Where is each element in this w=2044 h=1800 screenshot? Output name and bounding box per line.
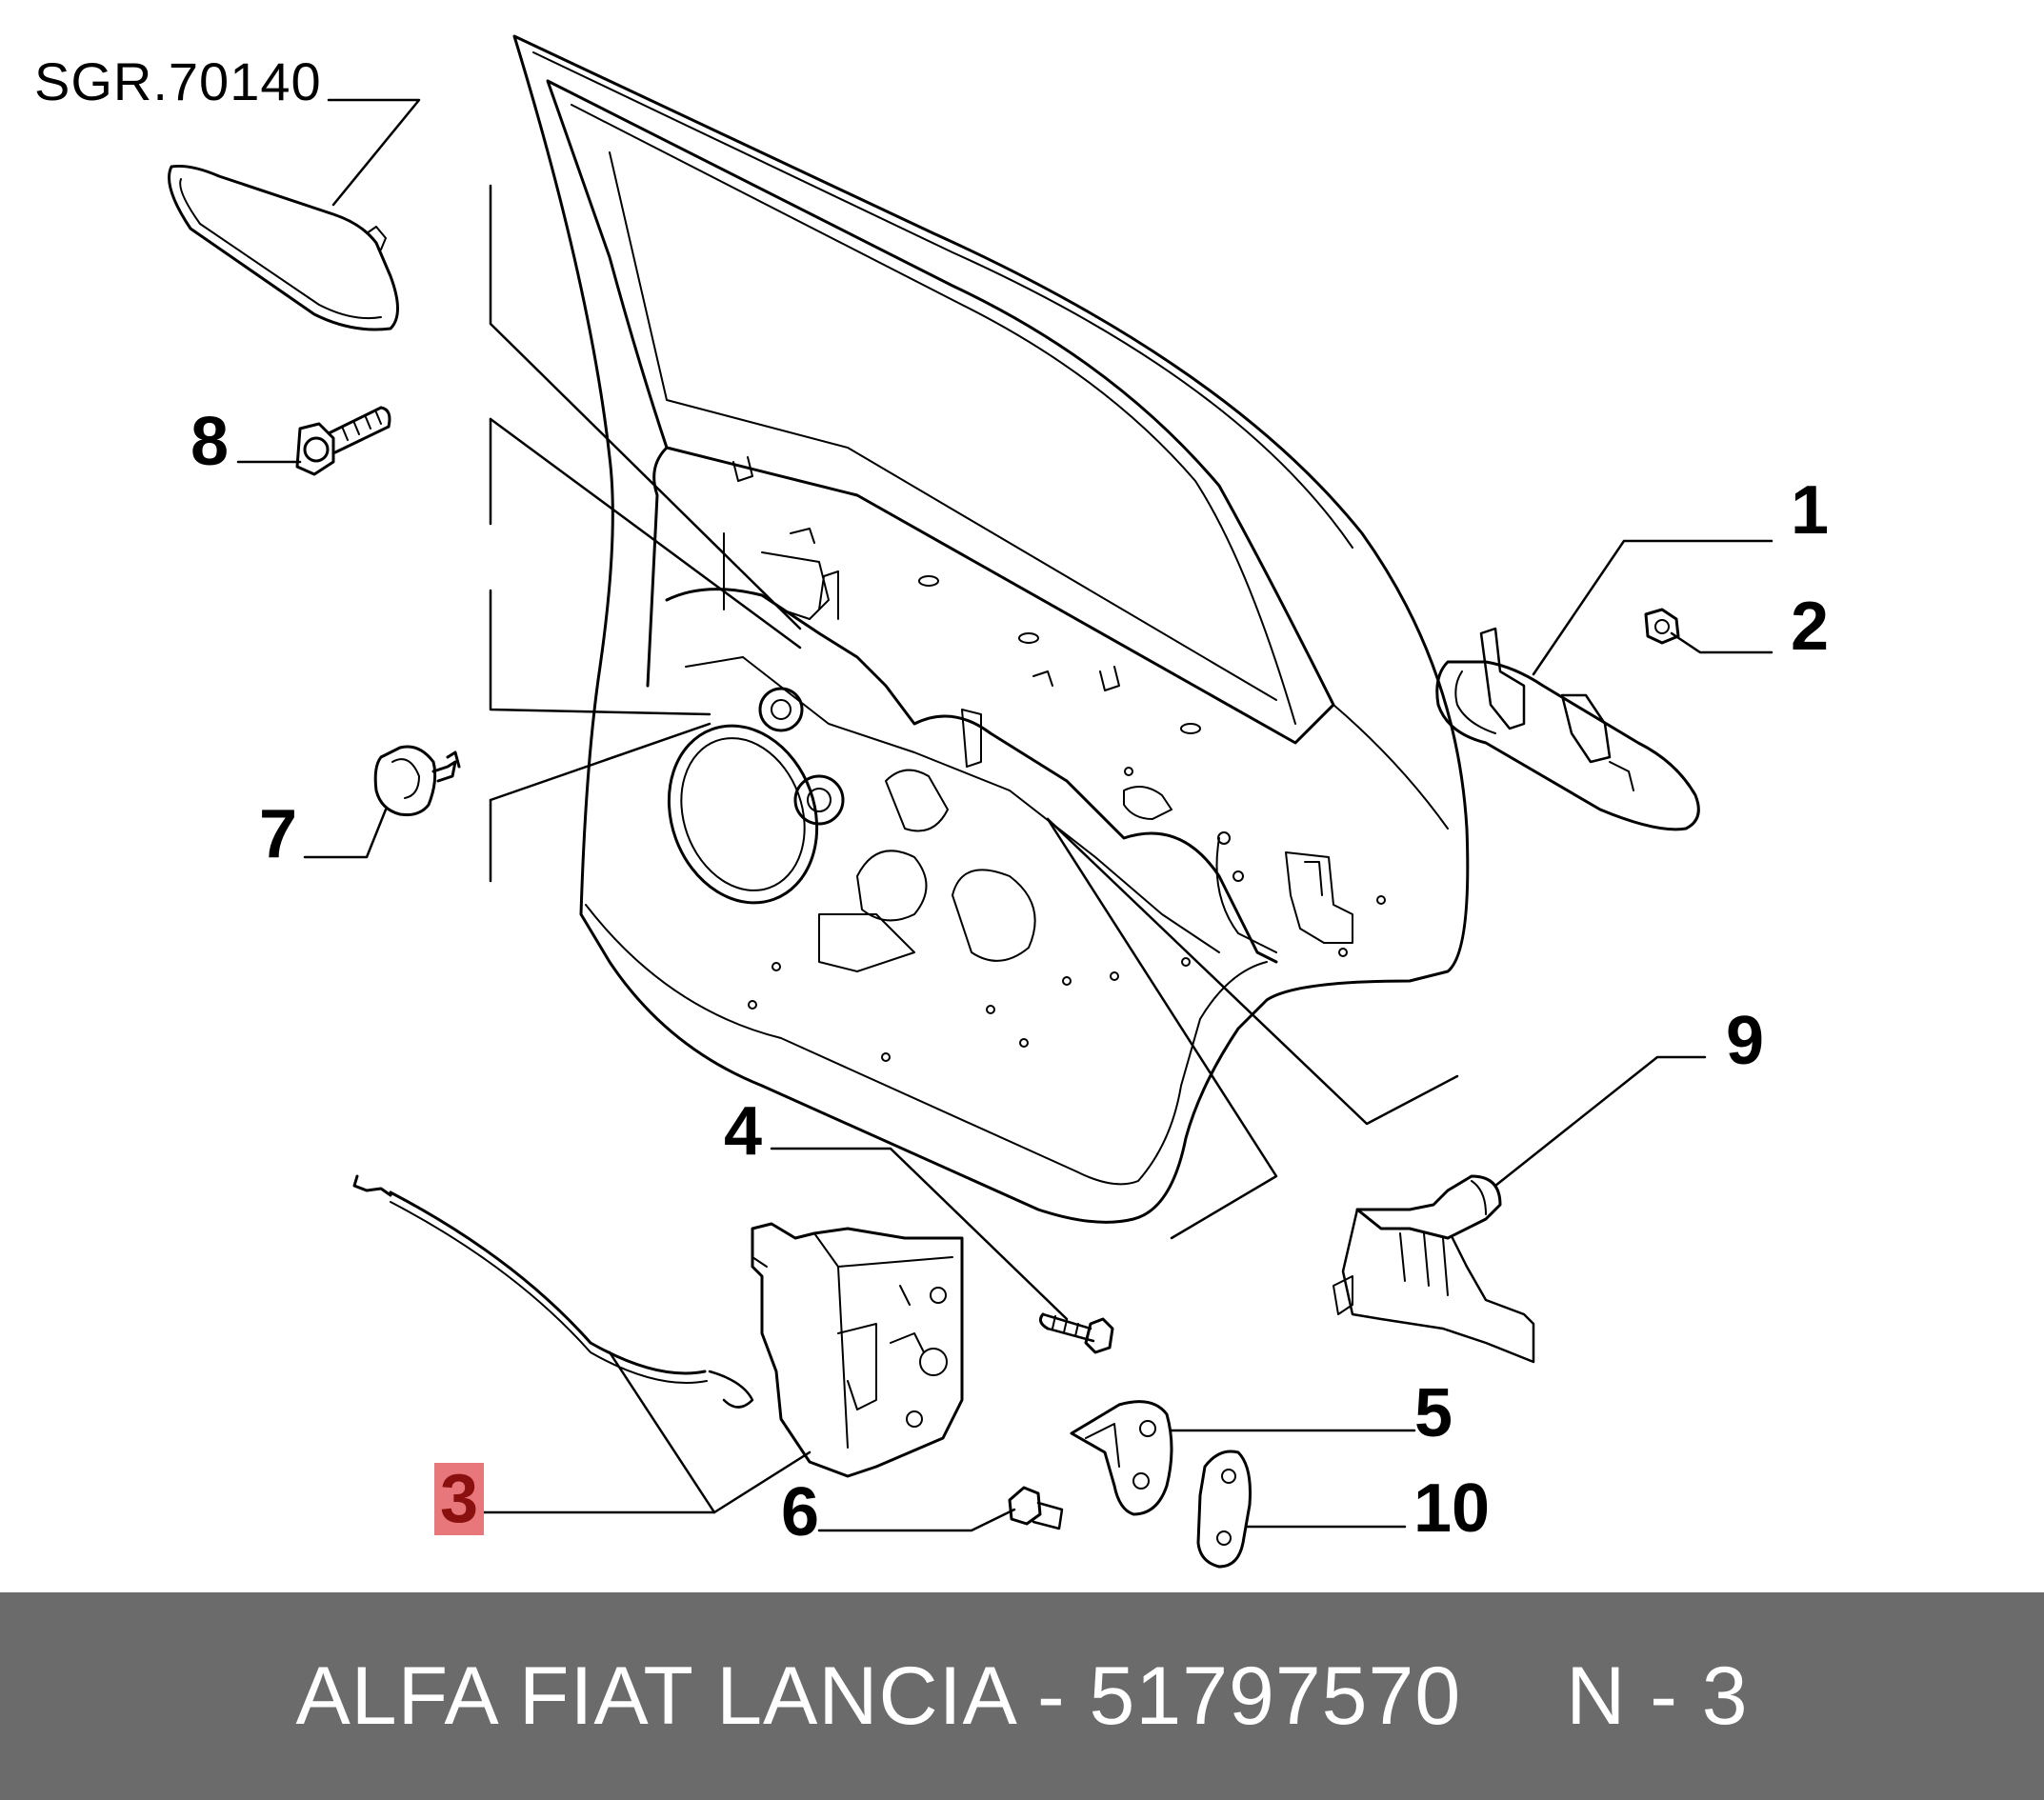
callout-2: 2: [1791, 589, 1830, 665]
part-number-text: ALFA FIAT LANCIA - 51797570: [295, 1650, 1462, 1742]
callout-4: 4: [724, 1093, 763, 1170]
callout-1: 1: [1791, 472, 1830, 549]
handle-part-1: [1435, 627, 1700, 831]
trim-cover-part: [168, 165, 399, 331]
callout-3-highlighted: 3: [434, 1463, 485, 1535]
footer-caption: ALFA FIAT LANCIA - 51797570 N - 3: [0, 1592, 2044, 1800]
callout-7: 7: [259, 796, 298, 872]
reference-label: SGR.70140: [34, 51, 322, 111]
door-leader-lines: [489, 184, 1459, 1240]
callout-8: 8: [190, 404, 230, 480]
callout-5: 5: [1414, 1375, 1453, 1451]
door-lock-part-3: [352, 1174, 964, 1478]
callout-9: 9: [1726, 1003, 1765, 1079]
callout-leader-lines: [236, 98, 1773, 1532]
clip-part-7: [373, 745, 461, 816]
parts-diagram: SGR.70140 8 7 1 2 9 4 5 10 6 3: [34, 34, 1830, 1569]
screw-part-6: [1008, 1486, 1064, 1530]
nut-part-2: [1644, 608, 1680, 645]
page-indicator-text: N - 3: [1566, 1650, 1749, 1742]
bolt-part-4: [1038, 1312, 1114, 1354]
door-panel: [512, 34, 1470, 1224]
callout-6: 6: [781, 1474, 820, 1550]
plate-part-10: [1196, 1450, 1252, 1569]
footer-bar: ALFA FIAT LANCIA - 51797570 N - 3: [0, 1592, 2044, 1800]
callout-10: 10: [1413, 1470, 1491, 1547]
bolt-part-8: [295, 406, 391, 476]
inner-handle-part-9: [1333, 1174, 1535, 1364]
striker-part-5: [1070, 1400, 1173, 1516]
